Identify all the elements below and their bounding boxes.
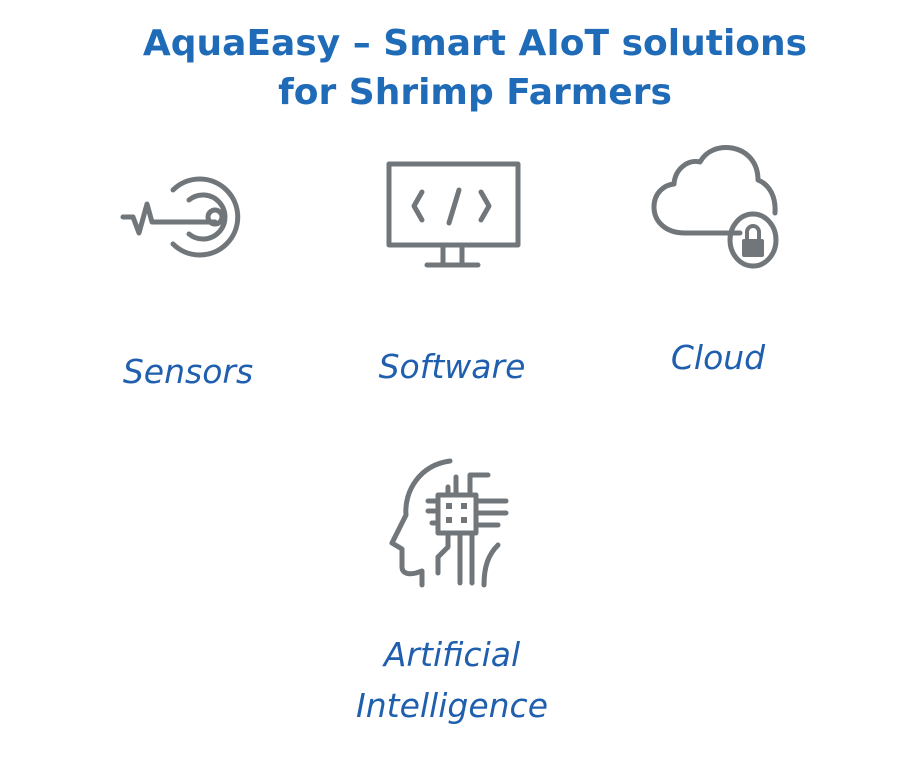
page-title-line-2: for Shrimp Farmers (278, 72, 672, 113)
page-title-line-1: AquaEasy – Smart AIoT solutions (142, 23, 808, 64)
ai-head-chip-icon (389, 458, 509, 588)
sensor-target-icon (120, 176, 241, 258)
ai-label-line-1: Artificial (383, 635, 521, 674)
ai-label-line-2: Intelligence (355, 686, 548, 725)
monitor-code-icon (386, 161, 521, 268)
cloud-lock-icon (651, 145, 779, 269)
cloud-label: Cloud (670, 338, 766, 377)
software-label: Software (378, 347, 526, 386)
sensors-label: Sensors (122, 352, 254, 391)
